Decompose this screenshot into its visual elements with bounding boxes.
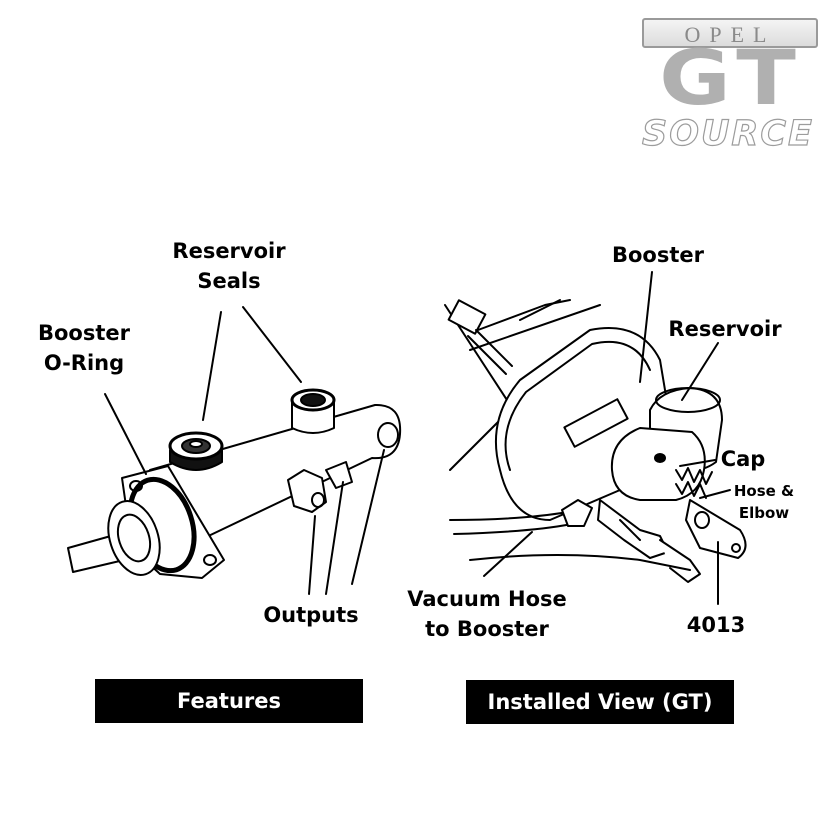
rod-end xyxy=(447,299,487,335)
reservoir-seals-line2: Seals xyxy=(197,269,261,293)
chassis-line xyxy=(449,419,501,471)
leader-reservoir-seal-2 xyxy=(242,306,302,383)
leader-cap xyxy=(679,459,716,467)
logo-source-text: SOURCE xyxy=(641,113,814,154)
rear-boss xyxy=(377,422,399,448)
reservoir-seals-line1: Reservoir xyxy=(172,239,286,263)
chassis-line xyxy=(469,304,601,351)
logo-opel-text: OPEL xyxy=(684,22,776,47)
lower-fitting xyxy=(659,539,701,583)
vacuum-hose xyxy=(449,511,569,521)
master-cylinder-drawing xyxy=(67,306,402,595)
lower-fitting xyxy=(619,519,641,541)
vacuum-hose xyxy=(469,554,691,571)
cylinder-body xyxy=(149,403,402,547)
booster-label-plate xyxy=(563,398,629,448)
booster-oring-label: Booster O-Ring xyxy=(24,318,144,378)
leader-output-2 xyxy=(325,481,344,595)
outputs-label: Outputs xyxy=(263,603,359,627)
vacuum-hose-fitting xyxy=(561,499,593,527)
leader-reservoir-seal-1 xyxy=(202,311,222,421)
leader-vacuum-hose xyxy=(483,531,533,577)
hose-coil xyxy=(675,467,713,485)
hose-elbow-line2: Elbow xyxy=(738,504,790,522)
output-fitting-2 xyxy=(325,461,353,489)
installed-view-caption: Installed View (GT) xyxy=(466,680,734,724)
flange-hole xyxy=(203,554,217,566)
cap-label: Cap xyxy=(720,447,766,471)
logo-gt-text: GT xyxy=(659,33,803,122)
chassis-line xyxy=(519,299,561,321)
elbow-bracket xyxy=(685,499,747,559)
flange-hole xyxy=(129,480,143,492)
output-fitting-1 xyxy=(287,469,327,513)
reservoir-label: Reservoir xyxy=(668,317,782,341)
booster-oring-line2: O-Ring xyxy=(43,351,125,375)
reservoir-seal-2 xyxy=(290,388,336,434)
chassis-line xyxy=(477,299,571,331)
part-number-label: 4013 xyxy=(686,613,746,637)
leader-booster-oring xyxy=(104,393,147,475)
reservoir-cap xyxy=(610,427,706,501)
reservoir-seals-label: Reservoir Seals xyxy=(154,236,304,296)
leader-hose-elbow xyxy=(699,489,731,499)
leader-reservoir xyxy=(681,342,719,401)
leader-booster xyxy=(639,271,653,383)
hose-coil xyxy=(675,481,707,499)
hose-elbow-line1: Hose & xyxy=(733,482,795,500)
reservoir-seal-1 xyxy=(168,431,224,471)
vacuum-hose-line2: to Booster xyxy=(425,617,549,641)
leader-output-1 xyxy=(308,515,316,595)
leader-output-3 xyxy=(351,449,385,585)
hose-elbow-label: Hose & Elbow xyxy=(726,480,802,524)
booster-label: Booster xyxy=(612,243,704,267)
lower-fitting xyxy=(597,499,669,559)
vacuum-hose-line1: Vacuum Hose xyxy=(407,587,567,611)
vacuum-hose-label: Vacuum Hose to Booster xyxy=(392,584,582,644)
features-caption: Features xyxy=(95,679,363,723)
vacuum-hose xyxy=(453,523,573,535)
logo-opel-badge: OPEL xyxy=(642,18,818,48)
booster-oring-line1: Booster xyxy=(38,321,130,345)
installed-drawing xyxy=(444,271,747,605)
